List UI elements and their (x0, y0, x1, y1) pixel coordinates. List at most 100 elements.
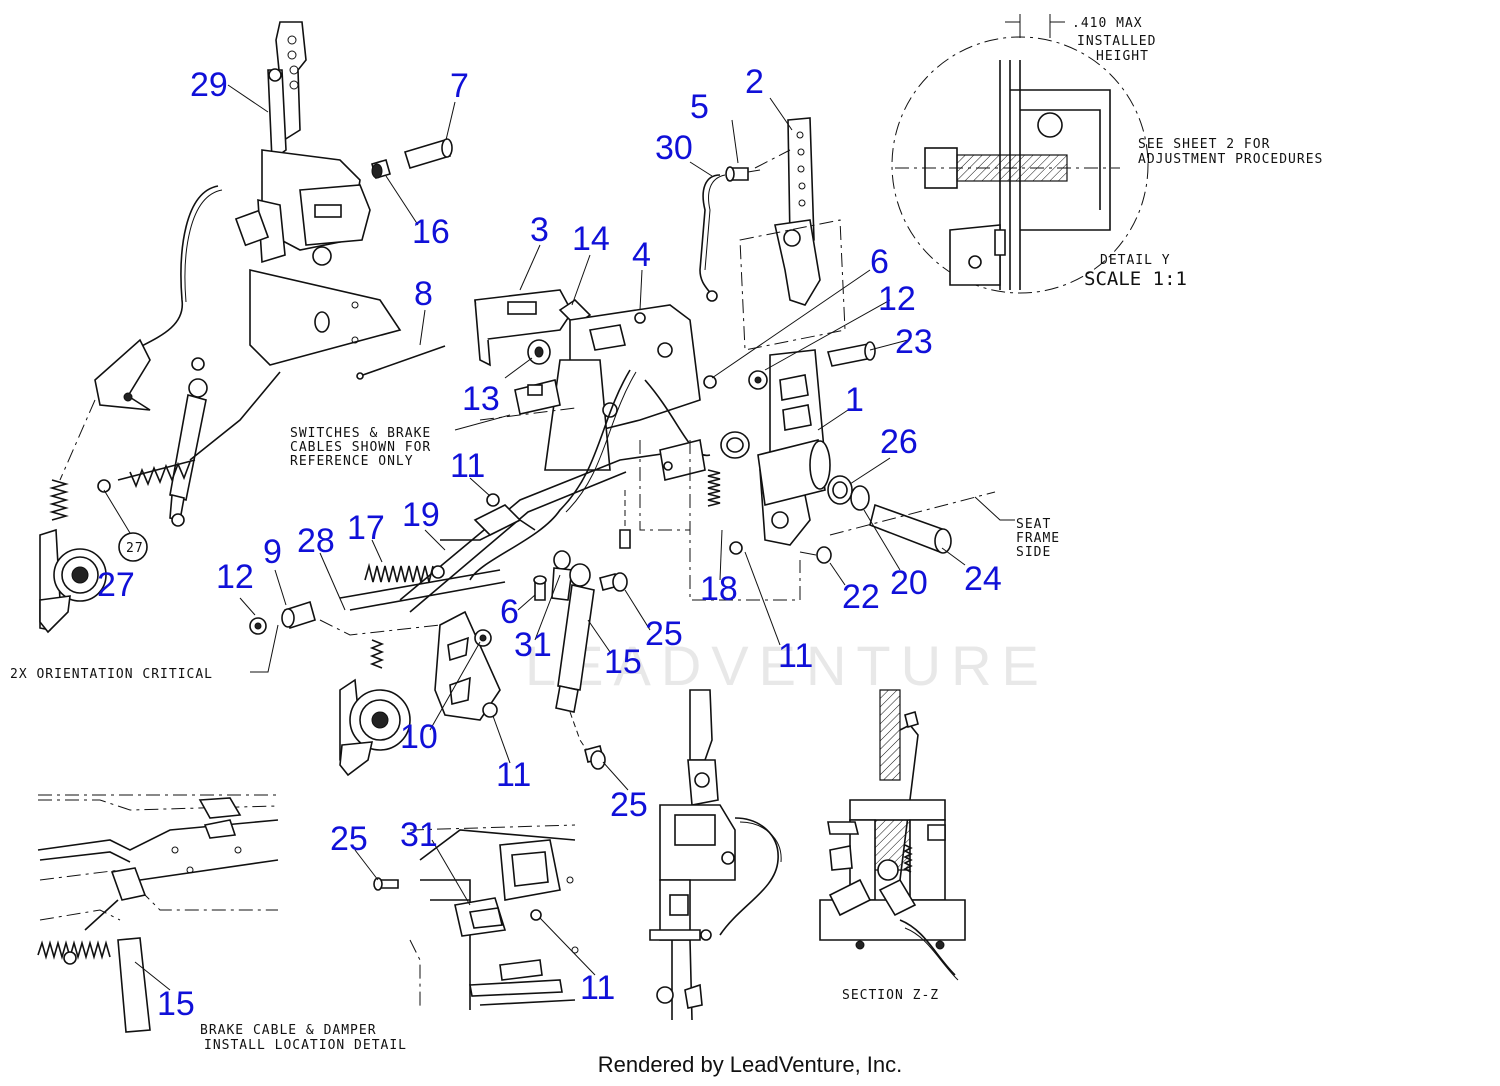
detail-y-scale: SCALE 1:1 (1084, 268, 1187, 290)
bushing-left (720, 431, 750, 459)
damper-left (169, 357, 208, 527)
callout-12-right: 12 (878, 280, 916, 318)
bolt-25-upper (599, 572, 628, 592)
link-30 (699, 174, 726, 302)
frame-rails (339, 449, 691, 613)
callout-3: 3 (530, 211, 549, 249)
bolt-25-detail (373, 877, 399, 891)
damper-15-center (551, 550, 595, 713)
callout-11-detail: 11 (580, 969, 615, 1007)
callout-7: 7 (450, 67, 469, 105)
callout-18: 18 (700, 570, 738, 608)
callout-25-upper: 25 (645, 615, 683, 653)
bracket-4 (544, 304, 701, 471)
nut-11-right (729, 541, 743, 555)
detail-y (891, 14, 1149, 294)
nut-11-lower (482, 702, 498, 718)
lever-assembly-29 (234, 21, 402, 366)
pin-7 (403, 138, 453, 169)
note-switches-2: CABLES SHOWN FOR (290, 440, 431, 455)
callout-5: 5 (690, 88, 709, 126)
rod-8 (356, 345, 446, 380)
callout-25-detail: 25 (330, 820, 368, 858)
callout-22: 22 (842, 578, 880, 616)
note-switches-1: SWITCHES & BRAKE (290, 426, 431, 441)
detail-y-height: HEIGHT (1096, 49, 1149, 64)
nut-6 (703, 375, 717, 389)
install-detail-center (409, 824, 579, 1010)
pin-24 (869, 503, 952, 554)
callout-11-lower: 11 (496, 756, 531, 794)
detail-y-see-sheet: SEE SHEET 2 FOR (1138, 137, 1270, 152)
callout-13: 13 (462, 380, 500, 418)
spring-upper (97, 371, 281, 493)
callout-10: 10 (400, 718, 438, 756)
side-view (649, 689, 782, 1021)
note-seat: SEAT (1016, 517, 1051, 532)
switch-right (659, 439, 706, 481)
note-brake-1: BRAKE CABLE & DAMPER (200, 1023, 377, 1038)
ratchet-left (39, 528, 107, 634)
spring-17 (364, 562, 445, 583)
bushing-9 (281, 600, 316, 630)
callout-8: 8 (414, 275, 433, 313)
callout-11-right: 11 (778, 637, 813, 675)
footer-credit: Rendered by LeadVenture, Inc. (597, 1052, 903, 1077)
switches-leader (454, 414, 511, 431)
callout-16: 16 (412, 213, 450, 251)
detail-y-installed: INSTALLED (1077, 34, 1156, 49)
callout-9: 9 (263, 533, 282, 571)
watermark-text: LEADVENTURE (525, 634, 1049, 697)
brake-cable-upper (124, 185, 219, 356)
detail-y-adjustment: ADJUSTMENT PROCEDURES (1138, 152, 1323, 167)
callout-27: 27 (97, 566, 135, 604)
callout-11-upper: 11 (450, 447, 485, 485)
detail-y-title: DETAIL Y (1100, 253, 1171, 268)
bushing-16 (371, 159, 391, 179)
callout-6-lower: 6 (500, 593, 519, 631)
plate-3 (474, 289, 573, 367)
callout-17: 17 (347, 509, 385, 547)
bolt-6-lower (533, 575, 547, 601)
callout-15-center: 15 (604, 643, 642, 681)
callout-31-detail: 31 (400, 816, 438, 854)
callout-26: 26 (880, 423, 918, 461)
callout-25-lower: 25 (610, 786, 648, 824)
bolt-25-lower (584, 745, 606, 770)
washer-20 (850, 485, 870, 511)
switch-left (514, 379, 561, 415)
callout-20: 20 (890, 564, 928, 602)
section-z-z (819, 689, 966, 981)
callout-31-upper: 31 (514, 626, 552, 664)
ratchet-center (339, 639, 411, 777)
callout-23: 23 (895, 323, 933, 361)
spring-18 (707, 469, 721, 507)
brake-cable-center (469, 369, 631, 581)
stud-5 (725, 166, 761, 182)
install-detail-frame (37, 794, 279, 1033)
spring-left (49, 479, 69, 521)
bolt-22 (799, 546, 832, 564)
circled-ref (118, 532, 148, 562)
callout-24: 24 (964, 560, 1002, 598)
tube-center (757, 439, 831, 506)
note-brake-2: INSTALL LOCATION DETAIL (204, 1038, 407, 1053)
callout-14: 14 (572, 220, 610, 258)
callout-12-left: 12 (216, 558, 254, 596)
callout-1: 1 (845, 381, 864, 419)
callout-labels: 29 7 16 30 5 2 3 14 4 8 6 12 23 13 1 26 … (97, 63, 1002, 1023)
lever-2 (774, 117, 821, 306)
bushing-26 (827, 475, 853, 505)
callout-15-detail: 15 (157, 985, 195, 1023)
callout-6-top: 6 (870, 243, 889, 281)
note-switches-3: REFERENCE ONLY (290, 454, 414, 469)
callout-4: 4 (632, 236, 651, 274)
callout-19: 19 (402, 496, 440, 534)
cable-bracket (94, 338, 151, 411)
callout-2: 2 (745, 63, 764, 101)
bolt-23 (826, 341, 876, 367)
leader-lines (134, 84, 966, 991)
note-frame: FRAME (1016, 531, 1060, 546)
note-side: SIDE (1016, 545, 1051, 560)
